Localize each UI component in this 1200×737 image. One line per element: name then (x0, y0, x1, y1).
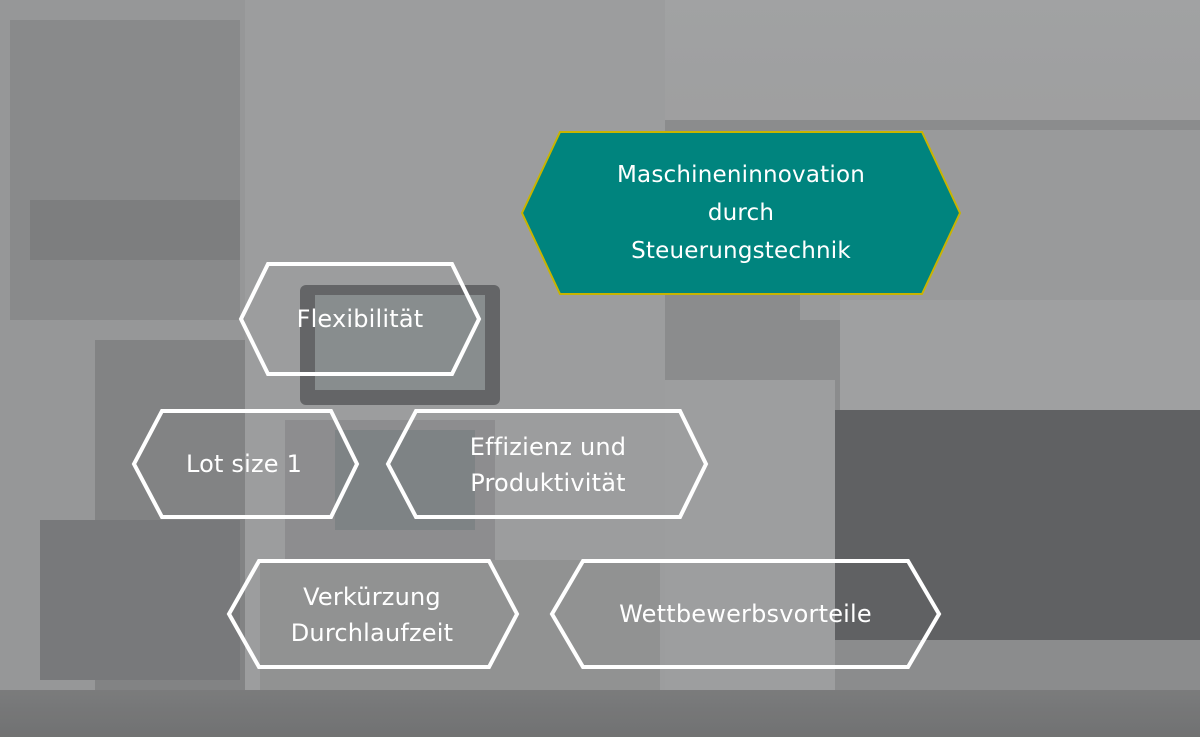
main-hexagon (520, 131, 962, 295)
flexibilitaet-label: Flexibilität (296, 305, 424, 333)
wettbewerb-hexagon (549, 559, 942, 669)
lot-size-label: Lot size 1 (185, 450, 303, 478)
lot-size-hexagon (131, 409, 360, 519)
wettbewerb-label: Wettbewerbsvorteile (619, 600, 872, 628)
durchlaufzeit-hexagon (226, 559, 520, 669)
main-node-label: Maschineninnovation durch Steuerungstech… (616, 162, 866, 264)
effizienz-hexagon (385, 409, 709, 519)
durchlaufzeit-label: Verkürzung Durchlaufzeit (290, 583, 454, 647)
effizienz-label: Effizienz und Produktivität (469, 433, 627, 497)
flexibilitaet-hexagon (238, 262, 482, 376)
